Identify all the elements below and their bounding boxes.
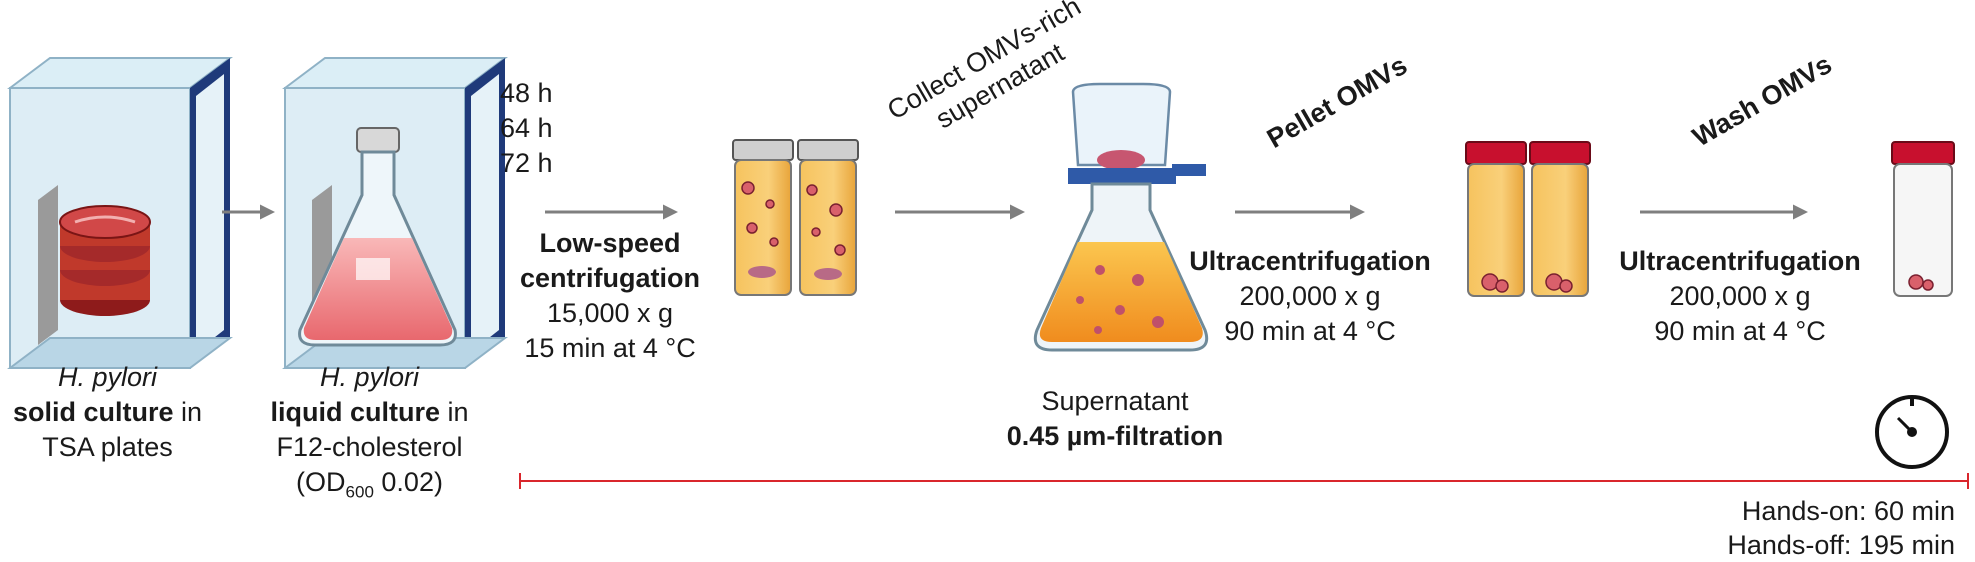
low-speed-label: Low-speed centrifugation 15,000 x g 15 m…	[520, 228, 700, 364]
hands-off-time: Hands-off: 195 min	[1727, 530, 1955, 560]
tube-icon	[1891, 141, 1955, 297]
solid-culture-label: H. pylori solid culture in TSA plates	[12, 362, 203, 463]
incubation-times: 48 h 64 h 72 h	[500, 78, 553, 178]
filter-flask-icon	[1033, 82, 1209, 352]
tube-icon	[1465, 141, 1527, 297]
tube-icon	[732, 139, 794, 296]
wash-ultracentrifugation-label: Ultracentrifugation 200,000 x g 90 min a…	[1619, 246, 1861, 347]
timer-icon	[1875, 395, 1949, 469]
incubator-icon	[7, 57, 233, 369]
liquid-culture-label: H. pylori liquid culture in F12-choleste…	[270, 362, 469, 502]
hands-on-time: Hands-on: 60 min	[1741, 496, 1955, 526]
tube-icon	[1529, 141, 1591, 297]
filtration-label: Supernatant 0.45 µm-filtration	[1006, 386, 1224, 452]
petri-dish-icon	[59, 205, 151, 316]
pellet-ultracentrifugation-label: Ultracentrifugation 200,000 x g 90 min a…	[1189, 246, 1431, 347]
timeline-bar	[519, 473, 1969, 489]
flask-icon	[298, 127, 457, 347]
tube-icon	[797, 139, 859, 296]
